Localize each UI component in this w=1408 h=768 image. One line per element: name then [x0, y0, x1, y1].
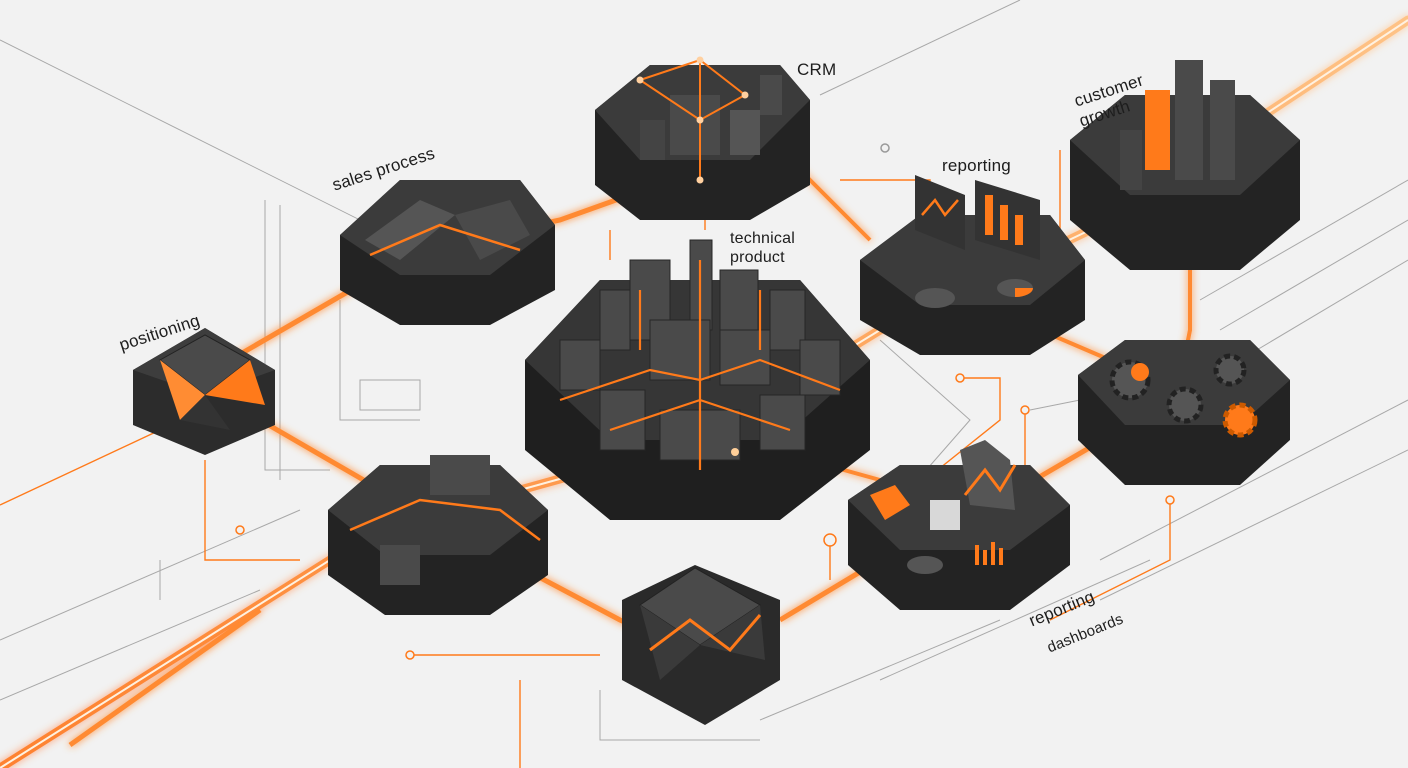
orange-traces	[0, 150, 1171, 768]
label-technical-2: product	[730, 249, 785, 266]
trace-nodes	[235, 143, 1175, 660]
octahedron-icon	[639, 567, 765, 680]
pie-chart-icon	[915, 279, 1033, 308]
background-linework	[0, 0, 1408, 741]
label-crm: CRM	[797, 60, 837, 79]
tile-sales-process	[340, 180, 555, 325]
tile-reporting-top	[860, 175, 1085, 355]
tile-reporting-dashboards	[848, 440, 1070, 610]
tile-crm	[595, 56, 810, 220]
tile-bottom-left	[328, 455, 548, 615]
bar-chart-icon	[975, 180, 1040, 260]
gear-icon	[1109, 353, 1258, 438]
octahedron-icon	[159, 334, 265, 430]
label-technical-1: technical	[730, 230, 795, 247]
tile-customer-growth	[1070, 60, 1300, 270]
tile-positioning	[133, 328, 275, 455]
line-chart-icon	[915, 175, 965, 250]
label-reporting-top: reporting	[942, 156, 1011, 175]
tile-bottom-polyhedron	[622, 565, 780, 725]
tile-technical-product	[525, 239, 870, 520]
tile-gears	[1078, 340, 1290, 485]
